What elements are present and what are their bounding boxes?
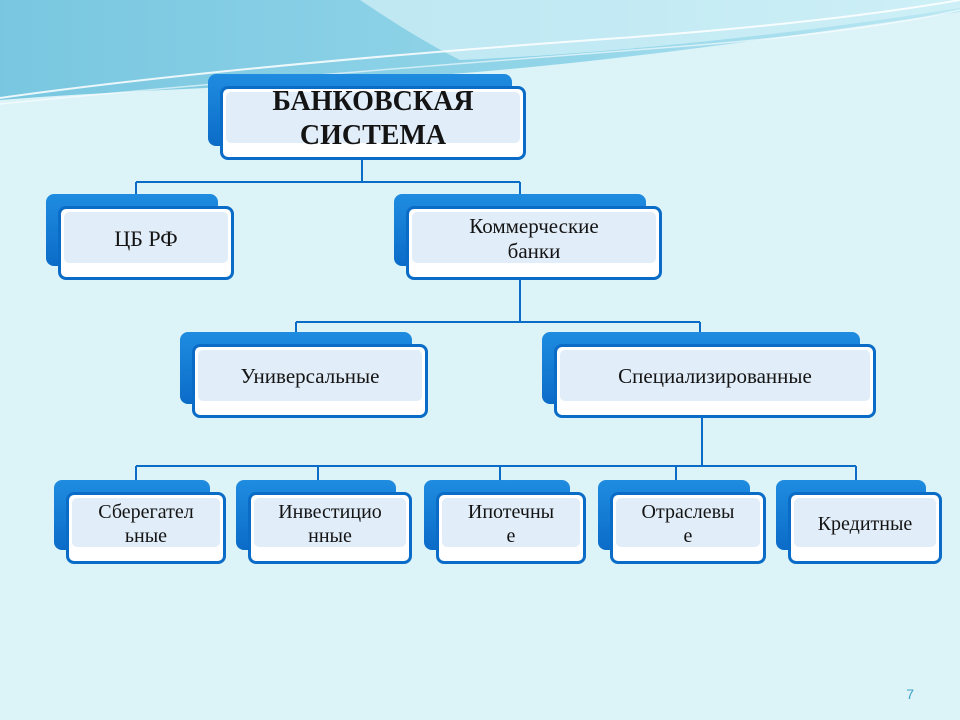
node-credit: Кредитные <box>776 480 942 564</box>
node-banking-system: БАНКОВСКАЯ СИСТЕМА <box>208 74 526 160</box>
node-label: Ипотечны е <box>467 501 555 547</box>
wave-light <box>360 0 960 60</box>
node-universal: Универсальные <box>180 332 428 418</box>
node-cb-rf: ЦБ РФ <box>46 194 234 280</box>
node-label: Универсальные <box>240 364 380 389</box>
node-sectoral: Отраслевы е <box>598 480 766 564</box>
node-label: Сберегател ьные <box>98 501 194 547</box>
wave-line <box>0 0 960 99</box>
node-label: Отраслевы е <box>641 501 735 547</box>
node-mortgage: Ипотечны е <box>424 480 586 564</box>
node-label: Специализированные <box>618 364 812 389</box>
node-label: Инвестицио нные <box>278 501 382 547</box>
wave-line <box>0 9 960 105</box>
node-investment: Инвестицио нные <box>236 480 412 564</box>
page-number: 7 <box>906 686 914 702</box>
node-specialized: Специализированные <box>542 332 876 418</box>
node-label: Кредитные <box>817 513 913 535</box>
node-label: Коммерческие банки <box>469 213 599 263</box>
node-savings: Сберегател ьные <box>54 480 226 564</box>
node-commercial-banks: Коммерческие банки <box>394 194 662 280</box>
node-label: БАНКОВСКАЯ СИСТЕМА <box>272 86 474 151</box>
node-label: ЦБ РФ <box>114 225 178 251</box>
